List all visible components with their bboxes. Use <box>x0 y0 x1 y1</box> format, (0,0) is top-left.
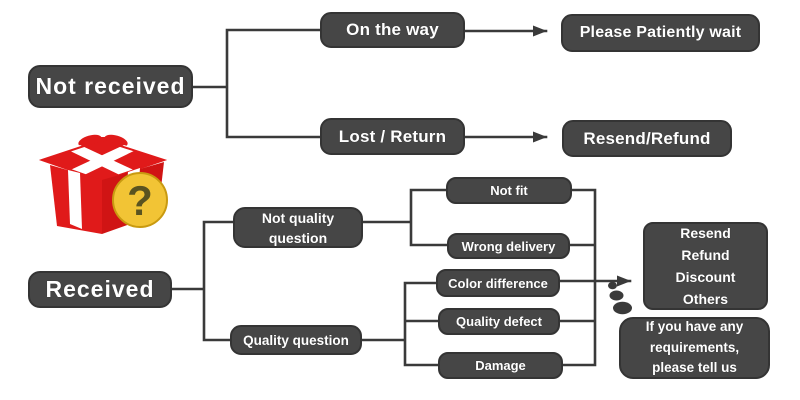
question-mark-badge-icon: ? <box>112 172 168 228</box>
gift-box-icon: ? <box>38 134 168 234</box>
node-outcome-options: Resend Refund Discount Others <box>643 222 768 310</box>
branch-received <box>170 220 235 342</box>
node-color-difference: Color difference <box>436 269 560 297</box>
node-quality-defect: Quality defect <box>438 308 560 335</box>
branch-not-quality <box>361 188 449 247</box>
branch-quality <box>360 281 440 367</box>
node-requirements-note: If you have any requirements, please tel… <box>619 317 770 379</box>
node-wrong-delivery: Wrong delivery <box>447 233 570 259</box>
question-mark-glyph: ? <box>127 177 153 224</box>
collector-rail <box>558 188 597 367</box>
node-damage: Damage <box>438 352 563 379</box>
node-resend-refund: Resend/Refund <box>562 120 732 157</box>
branch-not-received <box>191 28 322 139</box>
thought-bubble-dots <box>608 281 632 315</box>
node-please-patiently-wait: Please Patiently wait <box>561 14 760 52</box>
node-received: Received <box>28 271 172 308</box>
node-not-fit: Not fit <box>446 177 572 204</box>
node-on-the-way: On the way <box>320 12 465 48</box>
node-not-received: Not received <box>28 65 193 108</box>
node-lost-return: Lost / Return <box>320 118 465 155</box>
node-quality-question: Quality question <box>230 325 362 355</box>
node-not-quality-question: Not quality question <box>233 207 363 248</box>
